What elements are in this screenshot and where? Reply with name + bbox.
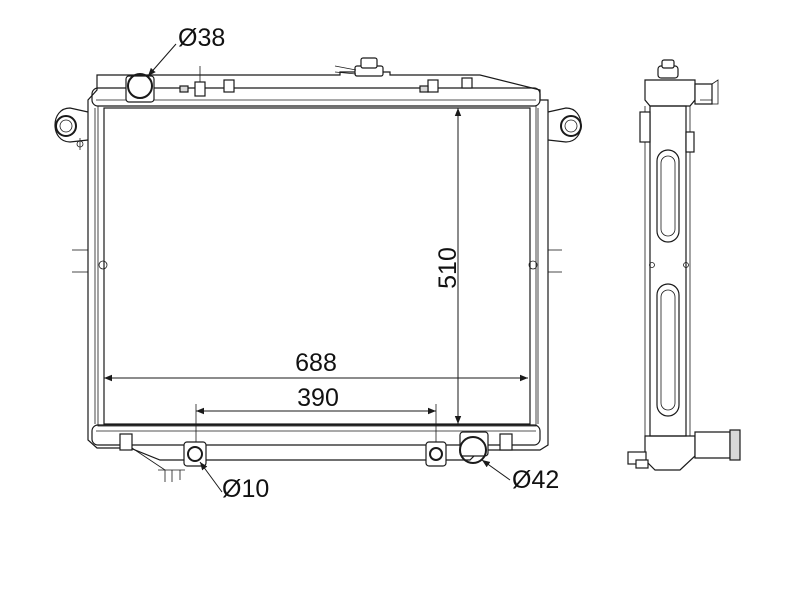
width-inner-label: 390 [297,384,339,412]
radiator-front-view [54,57,582,482]
top-inlet-pipe [125,73,155,103]
radiator-core [103,107,531,425]
bottom-outlet-diameter-label: Ø42 [512,466,559,494]
callout-bottom-outlet: Ø42 [481,459,559,494]
left-mount-lug [54,107,89,150]
side-body [649,105,687,437]
drain-plug-right [425,441,447,467]
bottom-tank [91,424,541,446]
top-inlet-diameter-label: Ø38 [178,24,225,52]
drain-plug-left [183,441,207,467]
side-slot-upper [656,149,680,243]
width-overall-label: 688 [295,349,337,377]
dimension-height: 510 [434,108,462,424]
top-tank [91,87,541,107]
callout-drain: Ø10 [199,461,269,503]
filler-neck-cap [334,57,384,77]
bottom-outlet-pipe [459,431,489,464]
side-slot-lower [656,283,680,417]
radiator-side-view [627,59,741,471]
callout-top-inlet: Ø38 [147,24,225,77]
dimension-width-overall: 688 [104,349,528,382]
height-label: 510 [434,247,462,289]
drain-diameter-label: Ø10 [222,475,269,503]
dimension-width-inner: 390 [195,384,437,442]
right-mount-lug [547,107,582,143]
radiator-outer-frame [87,71,549,461]
